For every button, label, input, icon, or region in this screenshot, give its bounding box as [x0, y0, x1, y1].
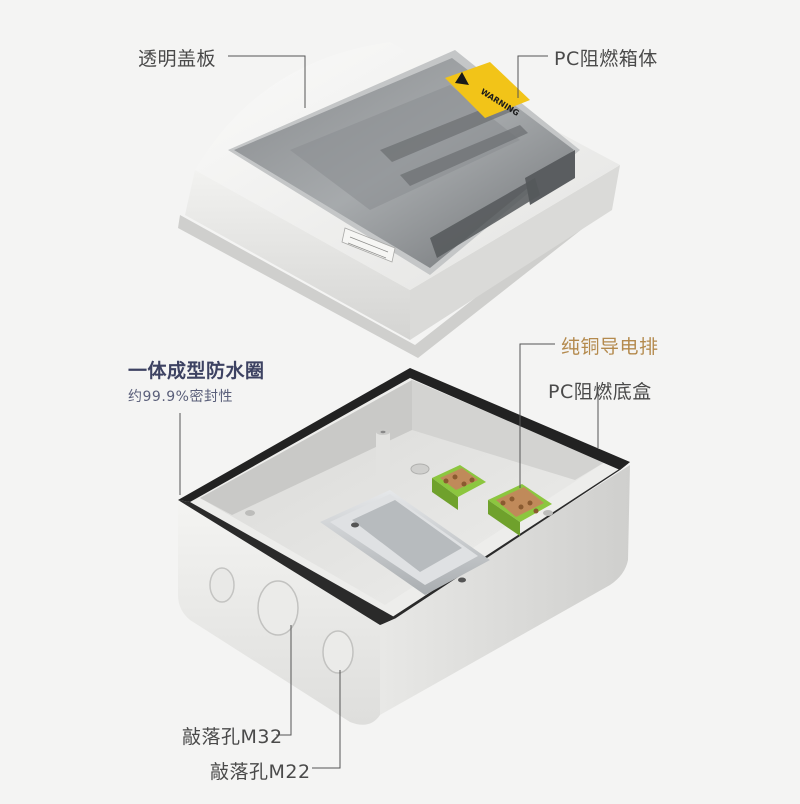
leader-transparent-cover: [228, 55, 306, 108]
knockout-hole-m32: [257, 580, 299, 636]
box-right-wall: [380, 465, 630, 715]
label-knockout-m22: 敲落孔M22: [210, 761, 311, 783]
label-pc-base-box: PC阻燃底盒: [548, 381, 652, 403]
rating-label: [341, 227, 396, 263]
label-seal-ring: 一体成型防水圈: [128, 360, 265, 382]
leader-copper-busbar: [519, 343, 555, 488]
knockout-hole-small: [209, 567, 235, 603]
mounting-post: [376, 429, 390, 492]
interior-left-wall: [200, 380, 412, 515]
knockout-hole-m22: [322, 630, 354, 674]
interior-back-wall: [412, 380, 605, 480]
pc-base-box: [178, 368, 630, 725]
label-copper-busbar: 纯铜导电排: [561, 336, 659, 358]
callout-lines: [179, 55, 599, 769]
screw-hole: [245, 510, 255, 516]
transparent-cover-lid: WARNING: [178, 42, 620, 358]
leader-knockout-m22: [312, 670, 341, 769]
label-pc-box-body: PC阻燃箱体: [554, 48, 658, 70]
copper-busbar-terminal-1: [432, 465, 486, 510]
label-seal-rate: 约99.9%密封性: [128, 389, 233, 405]
cover-hinge-edge: [430, 178, 540, 258]
lid-front-side: [185, 170, 410, 340]
lid-skirt-edge: [178, 200, 600, 358]
din-rail: [320, 490, 490, 595]
copper-busbar-terminal-2: [488, 484, 552, 536]
label-transparent-cover: 透明盖板: [138, 48, 217, 70]
screw-hole: [543, 510, 553, 516]
leader-knockout-m32: [276, 625, 292, 736]
lid-right-side: [410, 165, 620, 340]
screw-hole: [410, 463, 430, 475]
waterproof-seal-ring-front: [178, 500, 396, 625]
label-knockout-m32: 敲落孔M32: [182, 726, 283, 748]
leader-pc-box-body: [517, 55, 548, 98]
